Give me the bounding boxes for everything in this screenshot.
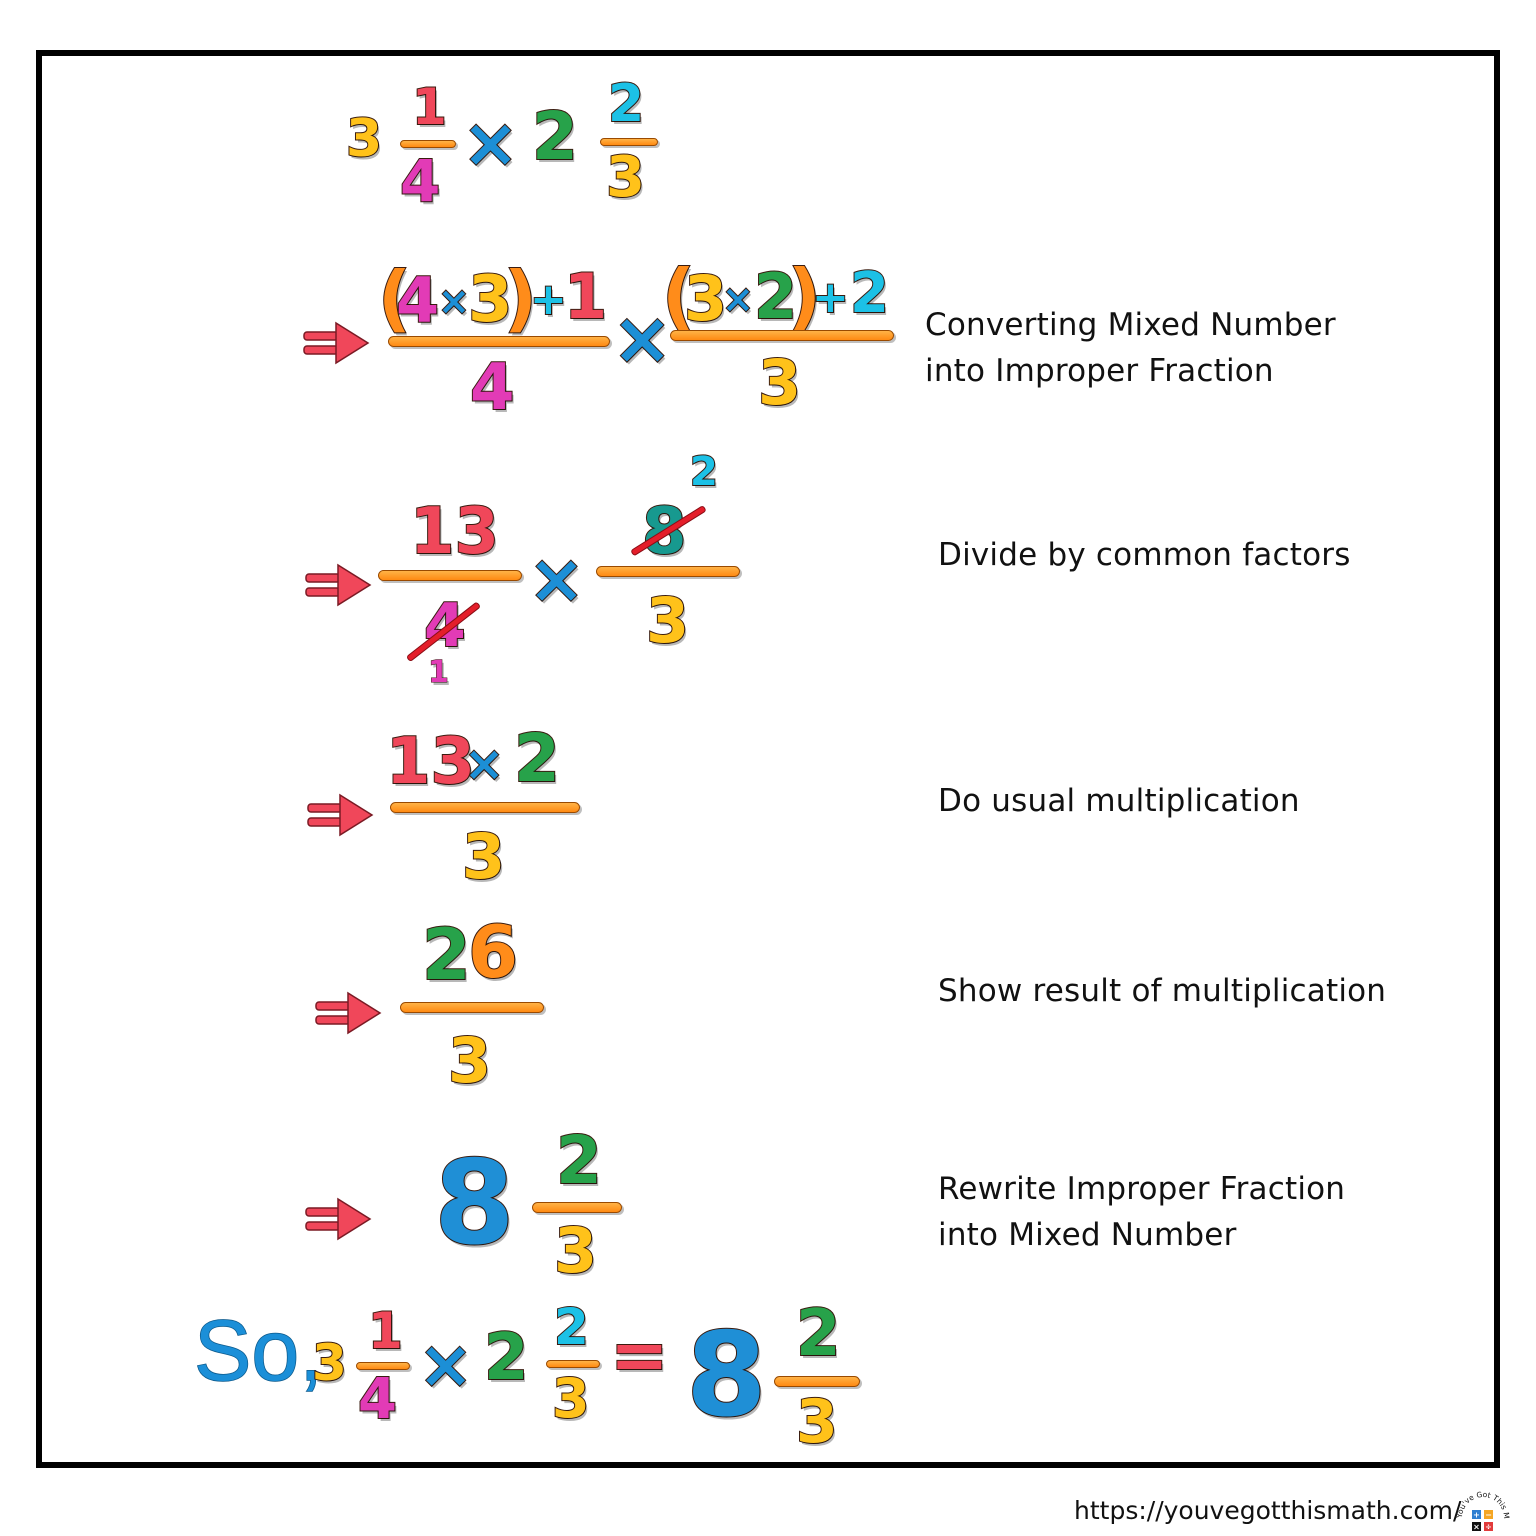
step1-paren-open-a: (	[377, 256, 412, 340]
step1-four: 4	[395, 264, 440, 337]
step1-two-b: 2	[753, 260, 798, 333]
step1-description-line1: Converting Mixed Number	[925, 307, 1336, 343]
step2-reduced-denominator: 1	[428, 655, 450, 690]
step3-factor-2: 2	[513, 720, 561, 797]
step5-fraction-bar	[532, 1202, 622, 1213]
step1-plus-b: +	[811, 272, 850, 323]
step2-fraction-bar-b	[596, 566, 740, 577]
problem-numerator-b: 2	[607, 74, 645, 134]
step2-numerator-a: 13	[409, 495, 500, 569]
problem-denominator-b: 3	[605, 145, 646, 210]
brand-logo-text: You've Got This Math	[1456, 1484, 1510, 1519]
conclusion-numerator-b: 2	[553, 1298, 590, 1356]
step4-digit-6: 6	[467, 910, 519, 994]
brand-logo-icon: You've Got This Math + − × ÷	[1456, 1484, 1510, 1532]
step2-implies-arrow-icon	[305, 563, 372, 607]
step2-denominator-b: 3	[645, 584, 690, 657]
step1-times-sign: ×	[611, 296, 673, 380]
step2-reduced-numerator: 2	[689, 449, 719, 495]
step1-three-b: 3	[683, 262, 728, 335]
step1-one: 1	[563, 260, 608, 333]
problem-fraction-bar-b	[600, 138, 658, 146]
conclusion-denominator-b: 3	[551, 1367, 591, 1430]
conclusion-result-whole: 8	[685, 1308, 768, 1443]
step5-numerator: 2	[555, 1122, 603, 1199]
conclusion-fraction-bar-b	[546, 1360, 600, 1368]
step4-implies-arrow-icon	[315, 991, 382, 1035]
svg-text:÷: ÷	[1485, 1523, 1492, 1532]
step1-times-a: ×	[437, 279, 471, 323]
svg-text:×: ×	[1473, 1523, 1480, 1532]
conclusion-result-fraction-bar	[774, 1376, 860, 1387]
step5-denominator: 3	[553, 1214, 598, 1287]
step2-description: Divide by common factors	[938, 537, 1351, 573]
conclusion-result-numerator: 2	[795, 1297, 842, 1371]
conclusion-result-denominator: 3	[795, 1387, 839, 1457]
step3-fraction-bar	[390, 802, 580, 813]
step3-denominator: 3	[461, 820, 506, 893]
step5-implies-arrow-icon	[305, 1197, 372, 1241]
problem-whole-b: 2	[531, 98, 579, 175]
step1-description-line2: into Improper Fraction	[925, 353, 1274, 389]
conclusion-equals-sign: =	[609, 1314, 670, 1396]
step1-paren-close-b: )	[787, 254, 822, 338]
problem-denominator-a: 4	[399, 147, 441, 215]
problem-times-sign: ×	[461, 104, 520, 183]
step1-description: Converting Mixed Number into Improper Fr…	[925, 302, 1336, 394]
step1-paren-close-a: )	[503, 256, 538, 340]
step2-times-sign: ×	[527, 540, 586, 619]
step1-denominator-a: 4	[469, 351, 516, 425]
svg-text:+: +	[1473, 1511, 1480, 1520]
website-link[interactable]: https://youvegotthismath.com/	[1074, 1496, 1462, 1525]
step1-fraction-bar-b	[670, 330, 894, 341]
step5-description-line2: into Mixed Number	[938, 1217, 1237, 1253]
step3-times-sign: ×	[463, 736, 505, 792]
step5-description-line1: Rewrite Improper Fraction	[938, 1171, 1346, 1207]
step5-description: Rewrite Improper Fraction into Mixed Num…	[938, 1166, 1345, 1258]
step4-digit-2: 2	[421, 914, 472, 996]
conclusion-numerator-a: 1	[367, 1302, 404, 1360]
step1-two-c: 2	[849, 261, 890, 326]
step1-fraction-bar-a	[388, 336, 610, 347]
problem-whole-a: 3	[345, 109, 383, 169]
step1-denominator-b: 3	[757, 346, 802, 419]
svg-text:You've Got This Math: You've Got This Math	[1456, 1484, 1510, 1519]
step2-fraction-bar-a	[378, 570, 522, 581]
problem-numerator-a: 1	[411, 78, 448, 136]
step1-times-b: ×	[721, 277, 755, 321]
svg-text:−: −	[1485, 1511, 1492, 1520]
conclusion-times-sign: ×	[417, 1326, 474, 1403]
conclusion-whole-b: 2	[483, 1321, 530, 1395]
conclusion-so-label: So,	[193, 1302, 324, 1400]
step4-denominator: 3	[447, 1024, 492, 1097]
conclusion-whole-a: 3	[311, 1334, 348, 1392]
conclusion-denominator-a: 4	[357, 1367, 398, 1432]
step4-fraction-bar	[400, 1002, 544, 1013]
worksheet-frame	[36, 50, 1500, 1468]
step3-description: Do usual multiplication	[938, 783, 1300, 819]
conclusion-fraction-bar-a	[356, 1362, 410, 1370]
problem-fraction-bar-a	[400, 140, 456, 148]
step3-factor-13: 13	[385, 725, 476, 799]
step1-plus-a: +	[529, 274, 568, 325]
step3-implies-arrow-icon	[307, 793, 374, 837]
step5-whole: 8	[433, 1136, 516, 1271]
step1-paren-open-b: (	[661, 254, 696, 338]
step1-three: 3	[467, 263, 514, 337]
step4-description: Show result of multiplication	[938, 973, 1387, 1009]
step1-implies-arrow-icon	[303, 321, 370, 365]
